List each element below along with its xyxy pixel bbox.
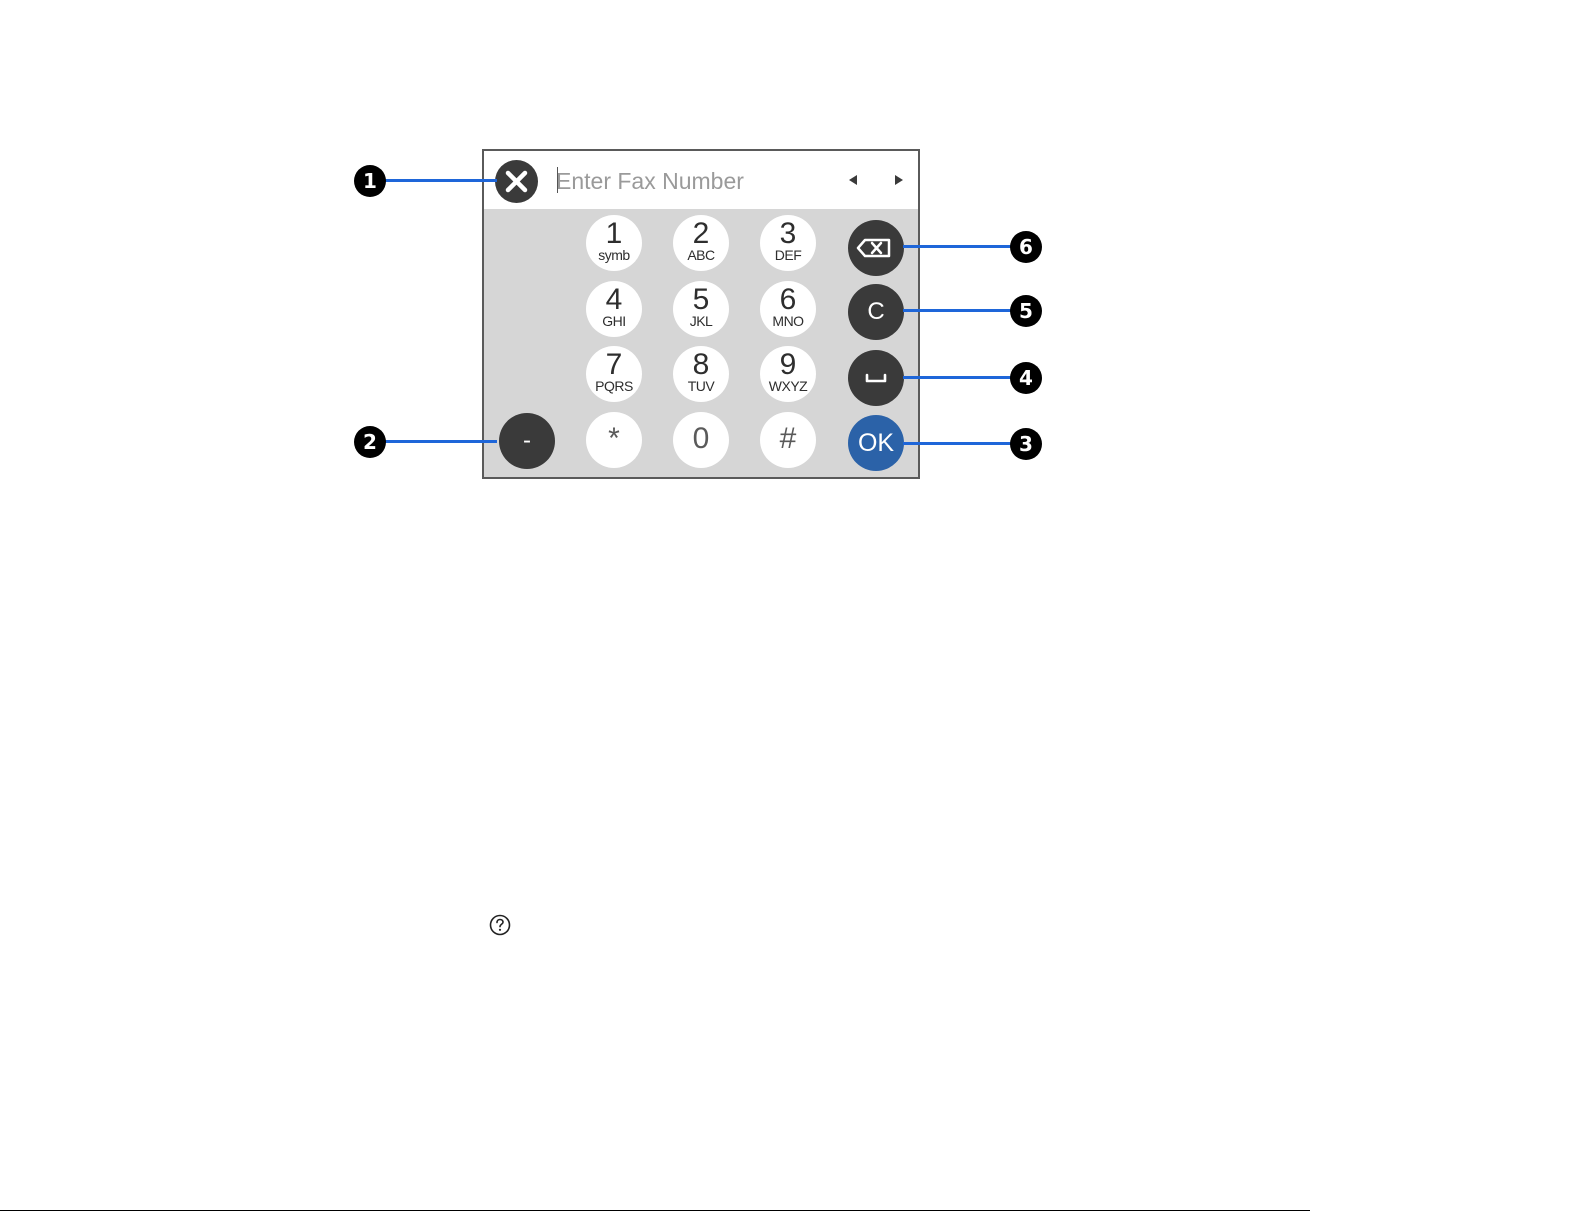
key-letters: JKL <box>673 314 729 329</box>
callout-6-line <box>903 245 1011 248</box>
fax-number-input[interactable] <box>556 163 796 199</box>
key-letters: GHI <box>586 314 642 329</box>
key-digit: 1 <box>586 219 642 249</box>
key-digit: 4 <box>586 285 642 315</box>
arrow-right-icon <box>888 170 908 190</box>
key-6[interactable]: 6 MNO <box>760 281 816 337</box>
key-letters: DEF <box>760 248 816 263</box>
key-digit: 8 <box>673 350 729 380</box>
key-digit: * <box>586 423 642 455</box>
callout-1-line <box>385 179 497 182</box>
fax-number-screen: 1 symb 2 ABC 3 DEF 4 GHI 5 JKL 6 MNO 7 P… <box>482 149 920 479</box>
close-icon <box>495 160 538 203</box>
callout-3-badge: 3 <box>1010 428 1042 460</box>
key-digit: 6 <box>760 285 816 315</box>
arrow-right-button[interactable] <box>888 170 908 190</box>
arrow-left-icon <box>844 170 864 190</box>
close-button[interactable] <box>495 160 538 203</box>
page-divider <box>0 1210 1310 1211</box>
key-3[interactable]: 3 DEF <box>760 215 816 271</box>
backspace-button[interactable] <box>848 220 904 276</box>
key-0[interactable]: 0 <box>673 412 729 468</box>
space-icon <box>848 350 904 406</box>
key-letters: symb <box>586 248 642 263</box>
key-1[interactable]: 1 symb <box>586 215 642 271</box>
callout-4-badge: 4 <box>1010 362 1042 394</box>
backspace-icon <box>848 220 904 276</box>
key-letters: MNO <box>760 314 816 329</box>
callout-5-line <box>903 309 1011 312</box>
ok-label: OK <box>848 429 904 457</box>
callout-6-badge: 6 <box>1010 231 1042 263</box>
hyphen-button[interactable]: - <box>499 413 555 469</box>
space-button[interactable] <box>848 350 904 406</box>
callout-2-line <box>385 440 497 443</box>
key-digit: 3 <box>760 219 816 249</box>
key-7[interactable]: 7 PQRS <box>586 346 642 402</box>
key-letters: ABC <box>673 248 729 263</box>
key-digit: 9 <box>760 350 816 380</box>
callout-3-line <box>903 442 1011 445</box>
callout-4-line <box>903 376 1011 379</box>
key-letters: TUV <box>673 379 729 394</box>
callout-2-badge: 2 <box>354 426 386 458</box>
clear-button[interactable]: C <box>848 284 904 340</box>
input-bar <box>484 151 918 209</box>
callout-1-badge: 1 <box>354 165 386 197</box>
key-hash[interactable]: # <box>760 412 816 468</box>
text-cursor <box>557 167 558 193</box>
key-4[interactable]: 4 GHI <box>586 281 642 337</box>
ok-button[interactable]: OK <box>848 415 904 471</box>
key-8[interactable]: 8 TUV <box>673 346 729 402</box>
key-9[interactable]: 9 WXYZ <box>760 346 816 402</box>
key-asterisk[interactable]: * <box>586 412 642 468</box>
key-digit: 7 <box>586 350 642 380</box>
help-icon[interactable] <box>489 914 511 936</box>
key-digit: 2 <box>673 219 729 249</box>
key-5[interactable]: 5 JKL <box>673 281 729 337</box>
callout-5-badge: 5 <box>1010 295 1042 327</box>
key-digit: 5 <box>673 285 729 315</box>
key-digit: 0 <box>673 423 729 455</box>
key-2[interactable]: 2 ABC <box>673 215 729 271</box>
arrow-left-button[interactable] <box>844 170 864 190</box>
clear-label: C <box>848 298 904 326</box>
key-letters: PQRS <box>586 379 642 394</box>
key-digit: # <box>760 423 816 455</box>
hyphen-label: - <box>499 427 555 455</box>
key-letters: WXYZ <box>760 379 816 394</box>
